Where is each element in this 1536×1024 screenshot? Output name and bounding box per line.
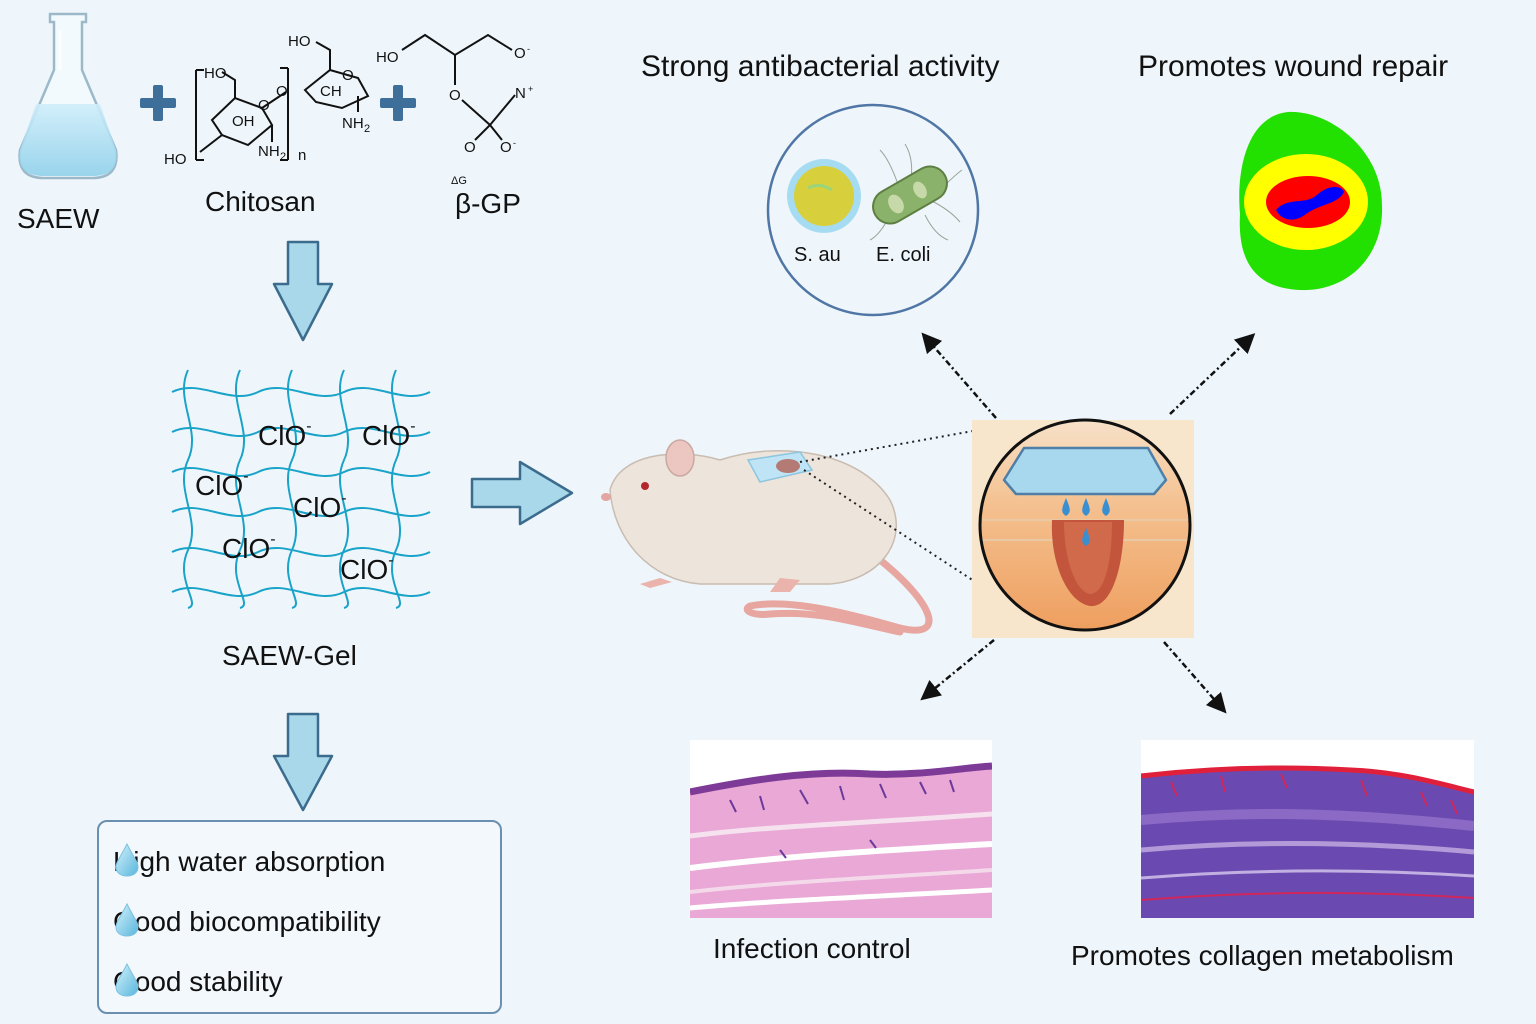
water-drop-icon: [115, 962, 139, 997]
beta-gp-structure: [401, 33, 516, 141]
atom-charge: +: [528, 84, 533, 94]
hypochlorite-ion: ClO-: [362, 417, 416, 451]
saew-gel-label: SAEW-Gel: [222, 640, 357, 671]
repeat-n: n: [298, 147, 306, 164]
hypochlorite-ion: ClO-: [222, 530, 276, 564]
atom-ho: HO: [376, 49, 399, 66]
atom-o: O: [500, 139, 512, 156]
masson-histology-image: [1141, 740, 1474, 918]
hypochlorite-ion: ClO-: [195, 467, 249, 501]
arrow-to-wound-repair: [1169, 333, 1256, 415]
property-text: Good biocompatibility: [113, 906, 381, 937]
atom-n: N: [515, 85, 526, 102]
atom-nh: NH: [258, 143, 280, 160]
arrow-to-infection: [920, 639, 995, 701]
beta-gp-atom-labels: HO O - O N + O O - ΔG: [376, 44, 533, 187]
properties-panel: High water absorption Good biocompatibil…: [97, 820, 502, 1014]
e-coli-icon: [869, 143, 963, 241]
atom-charge: -: [527, 44, 530, 54]
mouse-icon: [601, 439, 933, 636]
water-drop-icon: [115, 902, 139, 937]
property-text: Good stability: [113, 966, 283, 997]
antibacterial-heading: Strong antibacterial activity: [641, 50, 1000, 83]
arrow-to-collagen: [1163, 641, 1227, 714]
property-text: High water absorption: [113, 846, 386, 877]
down-arrow-icon: [272, 712, 334, 812]
property-item: Good biocompatibility: [113, 902, 381, 942]
chitosan-structure: [195, 41, 370, 161]
flask-icon: [18, 12, 118, 180]
atom-o: O: [514, 45, 526, 62]
wound-repair-map: [1239, 111, 1383, 291]
atom-subscript: 2: [364, 123, 370, 135]
atom-o: O: [449, 87, 461, 104]
infection-control-caption: Infection control: [713, 933, 911, 964]
he-histology-image: [690, 740, 992, 918]
atom-charge: -: [513, 138, 516, 148]
property-item: Good stability: [113, 962, 283, 1002]
hydrogel-mesh: [171, 369, 431, 609]
atom-nh: NH: [342, 115, 364, 132]
atom-ch: CH: [320, 83, 342, 100]
atom-subscript: 2: [280, 151, 286, 163]
e-coli-label: E. coli: [876, 244, 931, 266]
water-drop-icon: [115, 842, 139, 877]
plus-icon: [380, 85, 416, 121]
s-aureus-label: S. au: [794, 244, 841, 266]
plus-icon: [140, 85, 176, 121]
wound-cross-section: [972, 418, 1194, 638]
atom-o: O: [258, 97, 270, 114]
atom-ho: HO: [164, 151, 187, 168]
property-item: High water absorption: [113, 842, 385, 882]
saew-label: SAEW: [17, 203, 100, 234]
chitosan-label: Chitosan: [205, 186, 316, 217]
bacteria-panel: [766, 103, 980, 317]
down-arrow-icon: [272, 240, 334, 342]
arrow-to-antibacterial: [921, 332, 997, 419]
hypochlorite-ion: ClO-: [340, 551, 394, 585]
atom-o: O: [464, 139, 476, 156]
collagen-caption: Promotes collagen metabolism: [1071, 940, 1454, 971]
outcome-arrows: [920, 332, 1256, 714]
drop-icon: [1062, 498, 1110, 546]
s-aureus-icon: [787, 159, 861, 233]
atom-ho: HO: [288, 33, 311, 50]
atom-o: O: [342, 67, 354, 84]
beta-gp-label: β-GP: [455, 188, 521, 219]
atom-oh: OH: [232, 113, 255, 130]
chitosan-atom-labels: HO HO HO OH CH O O O NH 2 NH 2 n: [164, 33, 370, 168]
hypochlorite-ion: ClO-: [293, 489, 347, 523]
hypochlorite-ion: ClO-: [258, 417, 312, 451]
right-arrow-icon: [470, 460, 574, 526]
atom-ho: HO: [204, 65, 227, 82]
atom-o: O: [276, 83, 288, 100]
wound-repair-heading: Promotes wound repair: [1138, 50, 1449, 83]
bgp-tag: ΔG: [451, 175, 467, 187]
